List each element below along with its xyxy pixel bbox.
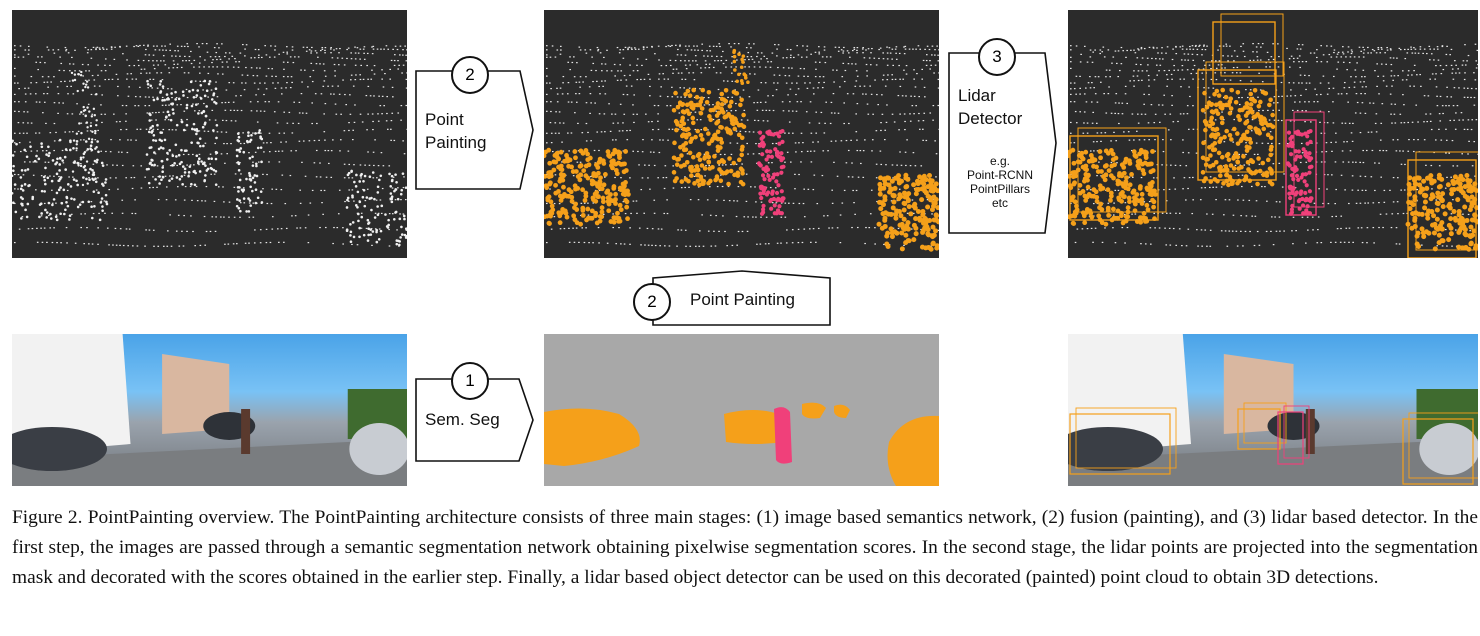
lidar-detector-label-line2: Detector	[958, 109, 1023, 128]
point-painting-label-line1: Point	[425, 110, 464, 129]
painted-lidar-point-cloud	[544, 10, 939, 258]
step-1-badge: 1	[451, 362, 489, 400]
point-painting-side-label: Point Painting	[690, 290, 795, 309]
arrow-shape	[948, 52, 1057, 234]
sem-seg-label: Sem. Seg	[425, 410, 500, 429]
detector-example-3: PointPillars	[969, 182, 1031, 196]
lidar-detector-arrow: 3 Lidar Detector e.g. Point-RCNN PointPi…	[948, 38, 1058, 234]
lidar-detector-label-line1: Lidar	[958, 86, 996, 105]
point-painting-arrow: 2 Point Painting	[415, 56, 535, 190]
detector-example-4: etc	[991, 196, 1008, 210]
street-scene	[12, 334, 407, 486]
arrow-shape	[415, 70, 534, 190]
step-2-badge: 2	[451, 56, 489, 94]
sem-seg-arrow: Sem. Seg	[415, 378, 535, 462]
detector-example-1: e.g.	[989, 154, 1010, 168]
camera-image-with-detections	[1068, 334, 1478, 486]
raw-lidar-point-cloud	[12, 10, 407, 258]
lidar-3d-detections	[1068, 10, 1478, 258]
painted-lidar-points	[544, 43, 939, 252]
point-painting-side-arrow: Point Painting	[652, 270, 832, 326]
detector-example-2: Point-RCNN	[966, 168, 1033, 182]
detection-points-and-boxes	[1068, 13, 1478, 258]
street-scene-with-boxes	[1068, 334, 1478, 486]
point-painting-label-line2: Painting	[425, 133, 487, 152]
segmentation-blobs	[544, 402, 939, 486]
segmentation-mask	[544, 334, 939, 486]
step-3-badge: 3	[978, 38, 1016, 76]
camera-image	[12, 334, 407, 486]
arrow-shape	[415, 378, 534, 462]
figure-caption: Figure 2. PointPainting overview. The Po…	[12, 507, 1478, 588]
raw-lidar-points	[12, 43, 407, 247]
step-2-side-badge: 2	[633, 283, 671, 321]
